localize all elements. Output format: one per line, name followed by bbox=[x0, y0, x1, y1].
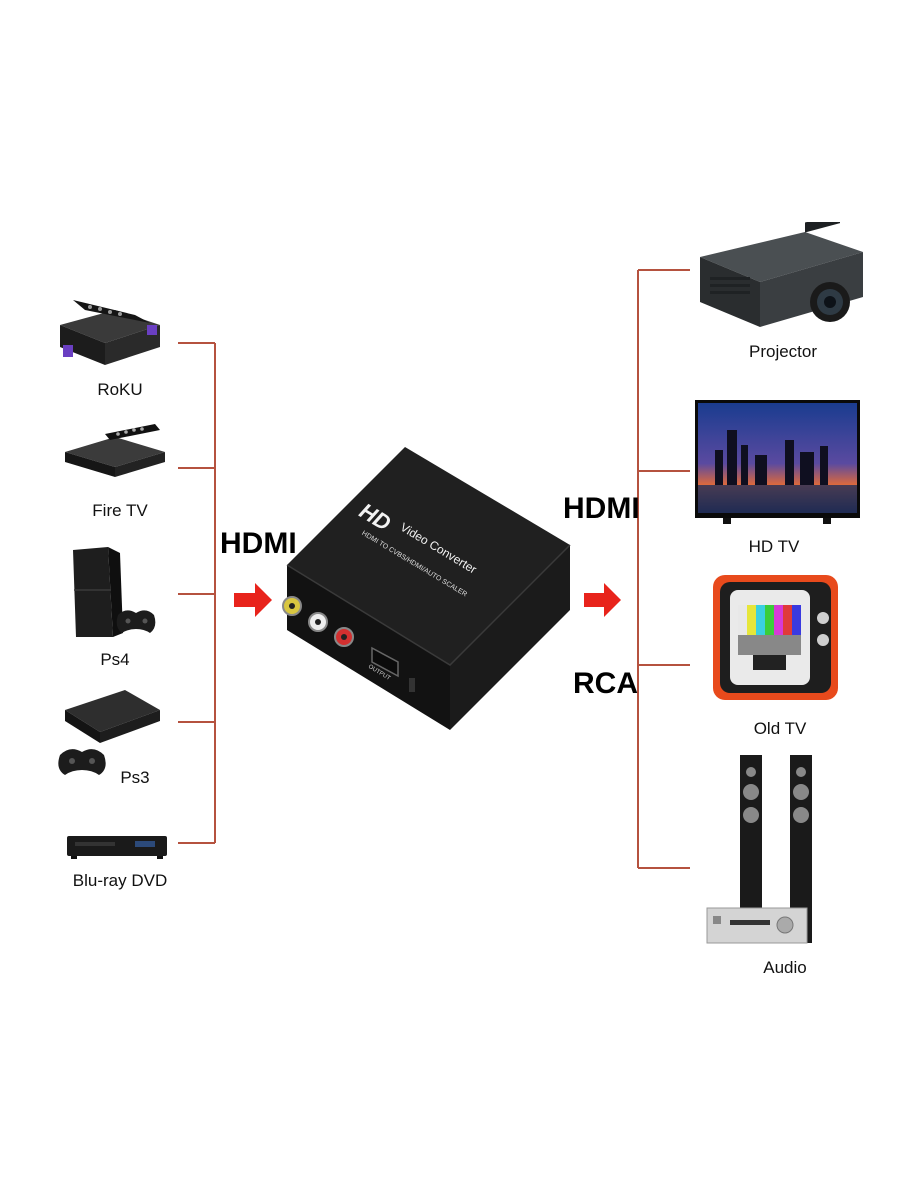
hd-video-converter-box bbox=[282, 447, 571, 730]
ps3-console-icon bbox=[58, 690, 160, 775]
input-connection-label: HDMI bbox=[220, 527, 297, 560]
source-label-roku: RoKU bbox=[97, 380, 143, 399]
right-connector-lines bbox=[637, 269, 690, 869]
hdtv-icon bbox=[695, 400, 860, 524]
display-label-audio: Audio bbox=[763, 958, 807, 977]
source-label-ps3: Ps3 bbox=[120, 768, 150, 787]
bluray-player-icon bbox=[67, 836, 167, 859]
source-label-bluray-dvd: Blu-ray DVD bbox=[72, 871, 168, 890]
audio-speakers-icon bbox=[706, 755, 812, 944]
old-crt-tv-icon bbox=[713, 575, 838, 700]
display-label-old-tv: Old TV bbox=[753, 719, 807, 738]
roku-box-icon bbox=[60, 300, 160, 365]
source-label-ps4: Ps4 bbox=[100, 650, 130, 669]
fire-tv-box-icon bbox=[65, 424, 165, 477]
display-label-hd-tv: HD TV bbox=[748, 537, 800, 556]
ps4-console-icon bbox=[73, 547, 156, 637]
projector-icon bbox=[700, 222, 863, 327]
left-connector-lines bbox=[178, 342, 216, 844]
display-label-projector: Projector bbox=[748, 342, 818, 361]
output-connection-label-hdmi: HDMI bbox=[563, 492, 640, 525]
output-connection-label-rca: RCA bbox=[573, 667, 638, 700]
output-arrow bbox=[584, 583, 621, 617]
input-arrow bbox=[234, 583, 272, 617]
source-label-fire-tv: Fire TV bbox=[92, 501, 148, 520]
